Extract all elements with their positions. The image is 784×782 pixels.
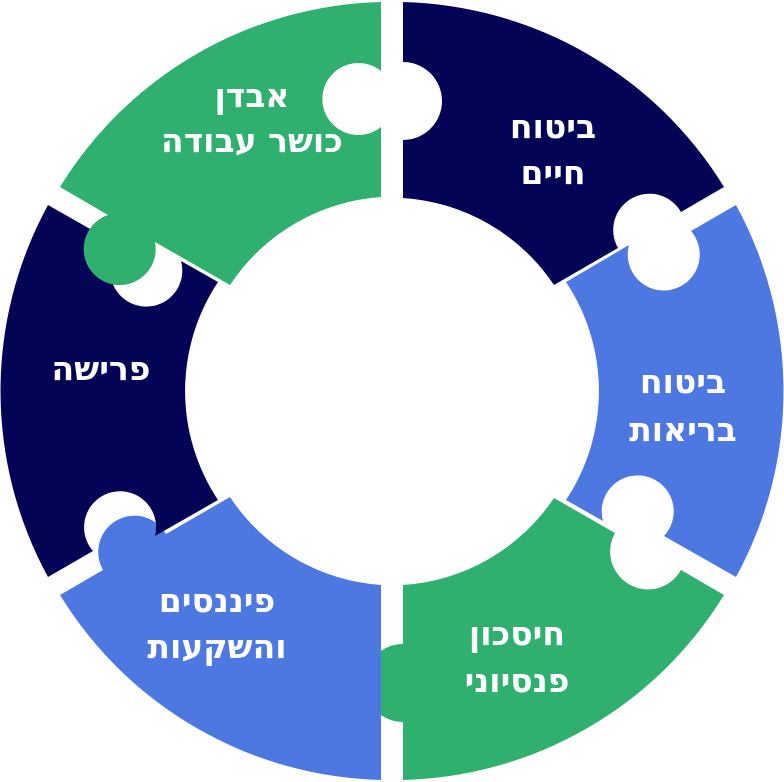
segment-retirement-shape [0,205,218,577]
segment-finance-investments-label-line1: פיננסים [159,581,275,620]
segment-life-insurance-shape [403,2,724,285]
center-hole [216,215,568,567]
segment-work-capacity-loss-shape [60,2,381,286]
segment-life-insurance-label-line2: חיים [520,153,585,192]
segment-finance-investments[interactable]: פיננסים והשקעות [60,497,381,780]
segment-pension-savings-shape [364,498,724,780]
segment-health-insurance-label-line2: בריאות [629,410,737,449]
segment-pension-savings-label-line1: חיסכון [469,614,565,653]
segment-finance-investments-shape [60,497,381,780]
segment-health-insurance[interactable]: ביטוח בריאות [566,205,784,577]
segment-health-insurance-shape [566,205,784,577]
segment-work-capacity-loss-label-line1: אבדן [215,76,290,115]
segment-life-insurance-label-line1: ביטוח [510,107,596,146]
segment-retirement[interactable]: פרישה [0,205,218,577]
segment-life-insurance[interactable]: ביטוח חיים [403,2,724,285]
segment-pension-savings[interactable]: חיסכון פנסיוני [364,498,724,780]
segment-work-capacity-loss[interactable]: אבדן כושר עבודה [60,2,381,286]
segment-retirement-label-line1: פרישה [52,349,151,388]
segment-finance-investments-label-line2: והשקעות [147,627,286,666]
segment-work-capacity-loss-label-line2: כושר עבודה [161,121,343,160]
segment-pension-savings-label-line2: פנסיוני [465,661,570,700]
segment-health-insurance-label-line1: ביטוח [640,362,726,401]
